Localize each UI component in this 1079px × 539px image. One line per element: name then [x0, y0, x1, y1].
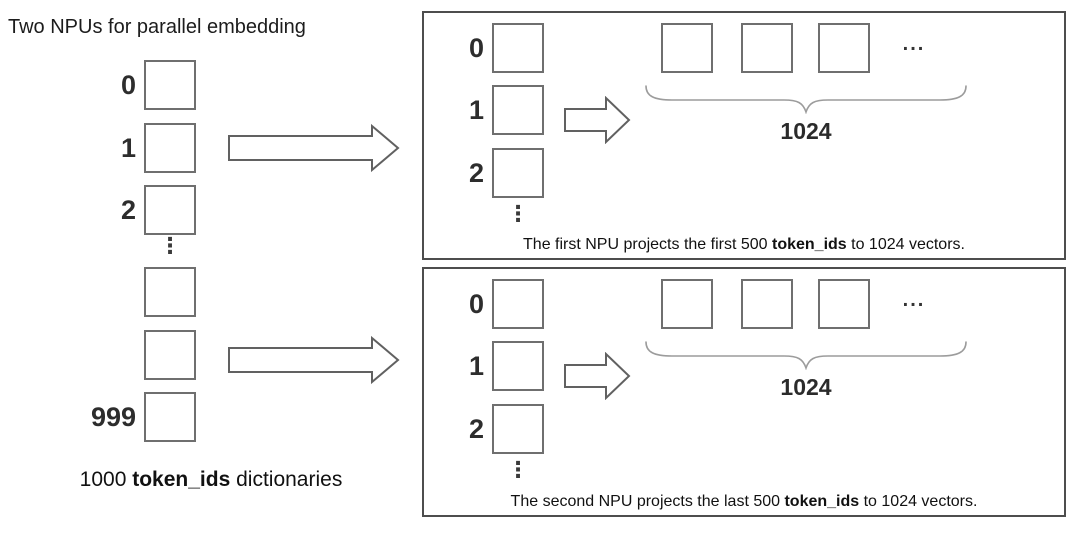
vector-square	[818, 23, 870, 73]
vertical-ellipsis: ⋮	[159, 234, 181, 259]
embedding-index-label: 1	[468, 351, 484, 381]
token-index-label: 2	[120, 195, 136, 225]
vector-count-label: 1024	[780, 118, 832, 144]
embedding-square	[492, 404, 544, 454]
token-square	[144, 330, 196, 380]
caption-text: dictionaries	[230, 468, 343, 491]
token-square	[144, 185, 196, 235]
caption-text: The second NPU projects the last 500	[510, 493, 785, 510]
embedding-index-label: 1	[468, 95, 484, 125]
npu-box-second: 0 1 2 ⋮ ... 1024 The second NPU projects…	[422, 267, 1066, 517]
underbrace-icon	[644, 340, 968, 370]
vector-square	[661, 23, 713, 73]
embedding-square	[492, 85, 544, 135]
token-index-label: 1	[120, 133, 136, 163]
npu-box-first: 0 1 2 ⋮ ... 1024 The first NPU projects …	[422, 11, 1066, 260]
token-index-label: 999	[90, 402, 136, 432]
right-arrow-icon	[564, 96, 631, 144]
caption-text: 1000	[79, 468, 133, 491]
embedding-index-label: 0	[468, 289, 484, 319]
right-arrow-icon	[228, 123, 400, 173]
vector-square	[741, 279, 793, 329]
token-square	[144, 267, 196, 317]
token-index-label: 0	[120, 70, 136, 100]
token-square	[144, 392, 196, 442]
token-column-caption: 1000 token_ids dictionaries	[31, 468, 391, 492]
token-square	[144, 123, 196, 173]
diagram-title: Two NPUs for parallel embedding	[8, 16, 306, 38]
underbrace-icon	[644, 84, 968, 114]
vector-count-label: 1024	[780, 374, 832, 400]
embedding-square	[492, 279, 544, 329]
right-arrow-icon	[228, 335, 400, 385]
npu-box-caption: The second NPU projects the last 500 tok…	[424, 493, 1064, 511]
caption-bold-text: token_ids	[784, 493, 860, 510]
embedding-index-label: 0	[468, 33, 484, 63]
right-arrow-icon	[564, 352, 631, 400]
embedding-square	[492, 341, 544, 391]
embedding-square	[492, 23, 544, 73]
vertical-ellipsis: ⋮	[507, 458, 529, 483]
embedding-square	[492, 148, 544, 198]
caption-bold-text: token_ids	[132, 468, 231, 491]
embedding-index-label: 2	[468, 414, 484, 444]
npu-box-caption: The first NPU projects the first 500 tok…	[424, 236, 1064, 254]
embedding-index-label: 2	[468, 158, 484, 188]
caption-bold-text: token_ids	[772, 236, 847, 253]
vector-square	[661, 279, 713, 329]
vector-square	[818, 279, 870, 329]
vertical-ellipsis: ⋮	[507, 202, 529, 227]
horizontal-ellipsis: ...	[902, 33, 926, 55]
horizontal-ellipsis: ...	[902, 289, 926, 311]
token-square	[144, 60, 196, 110]
caption-text: to 1024 vectors.	[846, 236, 965, 253]
vector-square	[741, 23, 793, 73]
caption-text: The first NPU projects the first 500	[523, 236, 772, 253]
caption-text: to 1024 vectors.	[859, 493, 978, 510]
